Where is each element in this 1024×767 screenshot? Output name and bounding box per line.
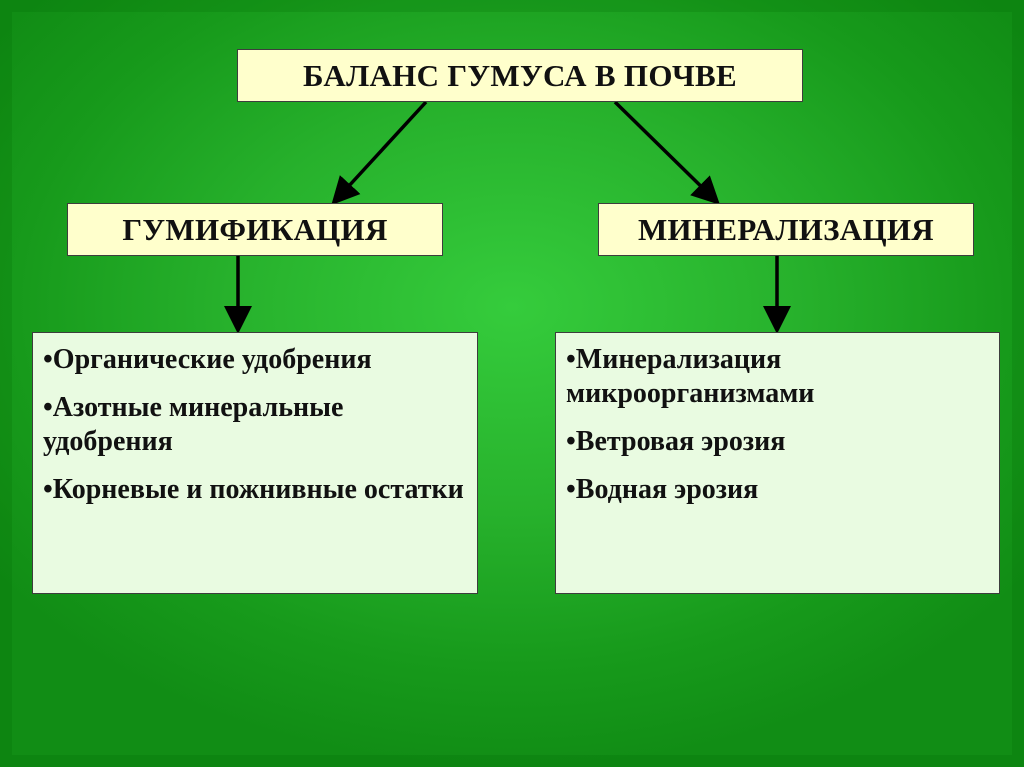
mineralization-box: МИНЕРАЛИЗАЦИЯ <box>598 203 974 256</box>
diagram-title: БАЛАНС ГУМУСА В ПОЧВЕ <box>303 57 737 93</box>
list-item: •Минерализация микроорганизмами <box>566 344 815 409</box>
humification-factors-list: •Органические удобрения •Азотные минерал… <box>32 332 478 594</box>
mineralization-label: МИНЕРАЛИЗАЦИЯ <box>638 211 934 247</box>
list-item: •Корневые и пожнивные остатки <box>43 474 464 505</box>
humification-label: ГУМИФИКАЦИЯ <box>122 211 388 247</box>
list-item: •Азотные минеральные удобрения <box>43 392 344 457</box>
list-item: •Органические удобрения <box>43 344 372 375</box>
diagram-title-box: БАЛАНС ГУМУСА В ПОЧВЕ <box>237 49 803 102</box>
humification-box: ГУМИФИКАЦИЯ <box>67 203 443 256</box>
list-item: •Ветровая эрозия <box>566 426 786 457</box>
mineralization-factors-list: •Минерализация микроорганизмами •Ветрова… <box>555 332 1000 594</box>
arrow-title-to-mineralization <box>613 100 720 205</box>
list-item: •Водная эрозия <box>566 474 759 505</box>
arrow-title-to-humification <box>331 100 428 206</box>
